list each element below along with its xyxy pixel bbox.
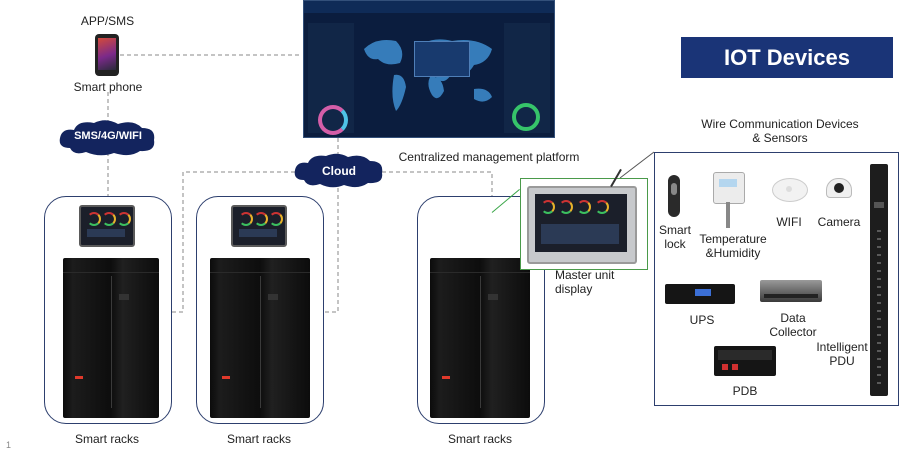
master-display-device bbox=[527, 186, 637, 264]
rack-display-2 bbox=[231, 205, 287, 247]
pdu-label: Intelligent PDU bbox=[816, 340, 868, 368]
pdb-label: PDB bbox=[732, 384, 758, 398]
cloud-icon bbox=[294, 153, 383, 188]
page-number: 1 bbox=[6, 440, 12, 450]
wifi-sensor-icon bbox=[772, 178, 808, 202]
smartphone-icon bbox=[95, 34, 119, 76]
smart-lock-label: Smart lock bbox=[658, 223, 691, 251]
iot-devices-box bbox=[654, 152, 899, 406]
camera-icon bbox=[826, 178, 852, 198]
sms-cloud-icon bbox=[59, 120, 155, 156]
management-platform-screenshot bbox=[303, 0, 555, 138]
page-title: IOT Devices bbox=[681, 37, 893, 78]
sensor-probe bbox=[726, 202, 730, 228]
ups-label: UPS bbox=[689, 313, 715, 327]
wifi-label: WIFI bbox=[776, 215, 802, 229]
platform-label: Centralized management platform bbox=[398, 150, 580, 164]
wire-devices-header: Wire Communication Devices & Sensors bbox=[701, 117, 859, 145]
master-display-label: Master unit display bbox=[555, 268, 615, 296]
rack-label-2: Smart racks bbox=[226, 432, 291, 446]
data-collector-label: Data Collector bbox=[769, 311, 817, 339]
smart-lock-icon bbox=[668, 175, 680, 217]
rack-display-1 bbox=[79, 205, 135, 247]
rack-cabinet-3 bbox=[430, 258, 530, 418]
pdb-icon bbox=[714, 346, 776, 376]
phone-top-label: APP/SMS bbox=[80, 14, 135, 28]
rack-label-1: Smart racks bbox=[74, 432, 139, 446]
temperature-sensor-icon bbox=[713, 172, 745, 204]
rack-cabinet-2 bbox=[210, 258, 310, 418]
ups-icon bbox=[665, 284, 735, 304]
phone-bottom-label: Smart phone bbox=[73, 80, 143, 94]
camera-label: Camera bbox=[817, 215, 861, 229]
cloud-label: Cloud bbox=[322, 164, 356, 178]
pdu-strip-icon bbox=[870, 164, 888, 396]
temp-humidity-label: Temperature &Humidity bbox=[699, 232, 767, 260]
rack-label-3: Smart racks bbox=[447, 432, 512, 446]
data-collector-icon bbox=[760, 280, 822, 302]
sms-cloud-label: SMS/4G/WIFI bbox=[74, 130, 142, 142]
rack-cabinet-1 bbox=[63, 258, 159, 418]
